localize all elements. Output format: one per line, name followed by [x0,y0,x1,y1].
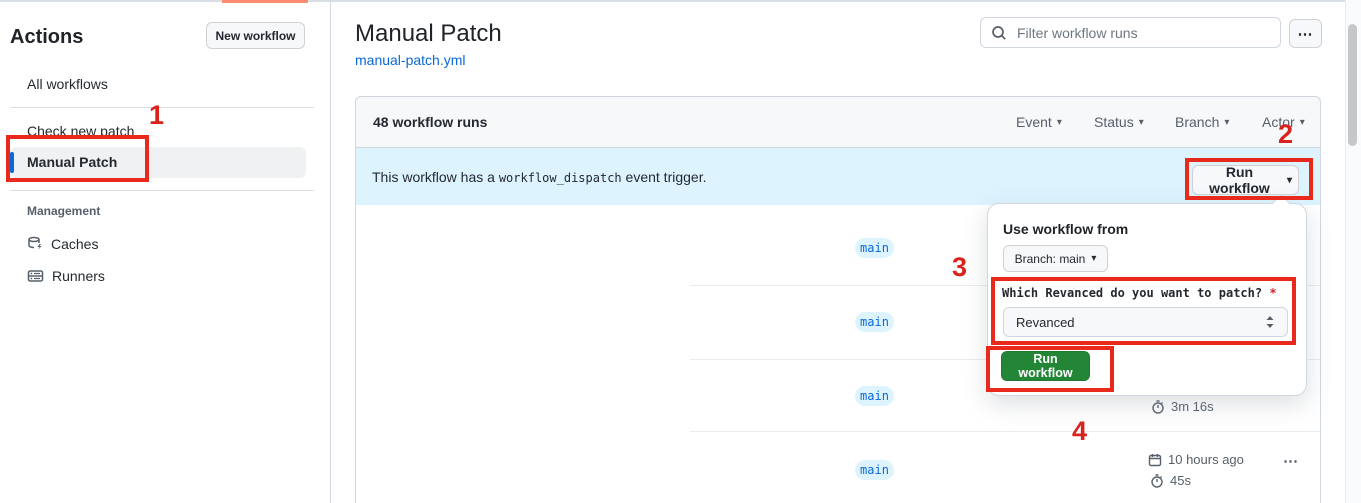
stopwatch-icon [1151,399,1165,414]
run-duration: 45s [1150,473,1191,488]
annotation-number-4: 4 [1072,416,1088,446]
chevron-down-icon: ▾ [1091,253,1097,264]
run-workflow-dropdown-button[interactable]: Run workflow ▾ [1192,164,1299,196]
calendar-icon [1148,453,1162,467]
management-section-label: Management [27,204,101,218]
branch-badge[interactable]: main [855,386,894,406]
sidebar-item-all-workflows[interactable]: All workflows [27,76,108,92]
annotation-number-1: 1 [149,100,165,130]
use-workflow-from-label: Use workflow from [1003,221,1129,237]
sidebar-title: Actions [10,26,84,48]
sidebar-divider-vertical [330,2,331,503]
chevron-down-icon: ▾ [1138,116,1144,128]
run-duration: 3m 16s [1151,399,1214,414]
branch-badge[interactable]: main [855,238,894,258]
chevron-down-icon: ▾ [1056,116,1062,128]
row-divider [690,431,1320,432]
sidebar-item-check-new-patch[interactable]: Check new patch [27,123,135,139]
sidebar-divider [10,107,314,108]
page-title: Manual Patch [355,20,502,47]
workflow-input-label: Which Revanced do you want to patch? * [1002,286,1277,300]
workflow-dispatch-banner: This workflow has a workflow_dispatch ev… [356,148,1320,205]
sidebar-item-caches[interactable]: Caches [51,236,99,252]
workflow-runs-count: 48 workflow runs [373,114,488,130]
status-filter-dropdown[interactable]: Status ▾ [1094,114,1144,130]
branch-badge[interactable]: main [855,460,894,480]
run-started-time: 10 hours ago [1148,452,1244,467]
branch-selector-button[interactable]: Branch: main ▾ [1003,245,1108,272]
sidebar-item-manual-patch[interactable] [10,147,306,178]
search-input[interactable] [1015,23,1270,42]
sidebar-item-runners[interactable]: Runners [52,268,105,284]
runs-table-header: 48 workflow runs [355,96,1321,148]
stopwatch-icon [1150,473,1164,488]
sidebar-divider [10,190,314,191]
chevron-down-icon: ▾ [1299,116,1305,128]
banner-text: This workflow has a workflow_dispatch ev… [372,168,707,185]
actor-filter-dropdown[interactable]: Actor ▾ [1262,114,1305,130]
workflow-file-link[interactable]: manual-patch.yml [355,52,466,68]
event-filter-dropdown[interactable]: Event ▾ [1016,114,1062,130]
required-asterisk: * [1269,286,1277,300]
select-chevrons-icon [1265,315,1275,329]
revanced-select[interactable]: Revanced [1003,307,1288,337]
search-icon [991,25,1007,41]
branch-badge[interactable]: main [855,312,894,332]
new-workflow-button[interactable]: New workflow [206,22,305,49]
branch-filter-dropdown[interactable]: Branch ▾ [1175,114,1230,130]
cache-icon [27,236,43,257]
annotation-number-3: 3 [952,252,968,282]
scrollbar-thumb[interactable] [1348,24,1357,146]
selected-accent-bar [10,152,14,173]
actions-tab-indicator [222,0,308,3]
runners-icon [27,268,44,289]
annotation-number-2: 2 [1278,119,1294,149]
filter-runs-searchbox[interactable] [980,17,1281,48]
run-workflow-submit-button[interactable]: Run workflow [1001,351,1090,381]
chevron-down-icon: ▾ [1286,174,1292,186]
top-border [0,0,1345,2]
run-options-kebab-button[interactable]: ⋯ [1283,453,1299,470]
sidebar-item-manual-patch-label: Manual Patch [27,154,118,170]
workflow-dispatch-code: workflow_dispatch [498,170,622,185]
workflow-options-kebab-button[interactable]: ⋯ [1289,19,1322,48]
chevron-down-icon: ▾ [1224,116,1230,128]
